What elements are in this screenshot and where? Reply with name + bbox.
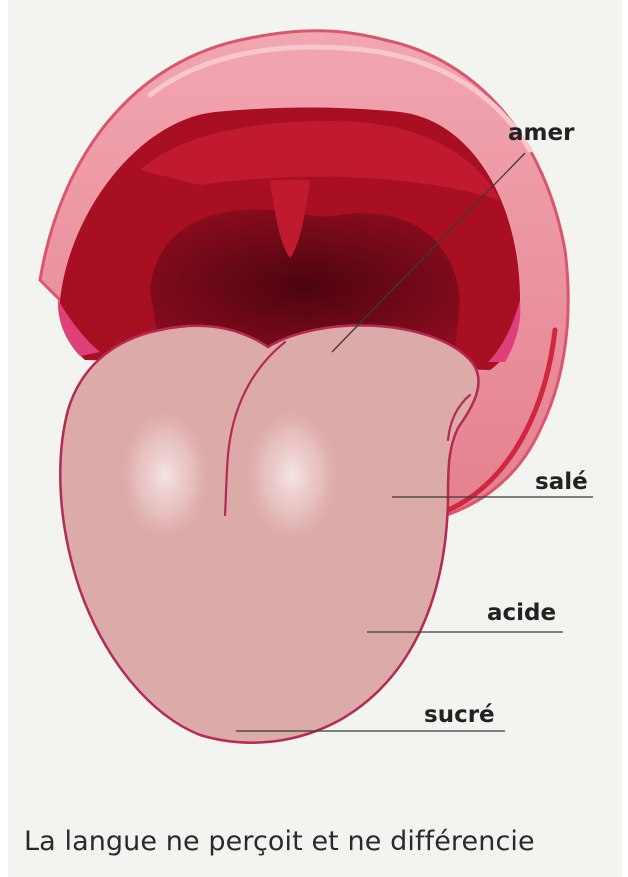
tongue-highlight-right: [242, 403, 342, 547]
tongue-highlight-left: [117, 405, 213, 545]
caption: La langue ne perçoit et ne différencie: [24, 826, 535, 857]
label-sale: salé: [535, 469, 588, 495]
label-sucre: sucré: [424, 702, 495, 728]
label-amer: amer: [508, 120, 575, 146]
label-acide: acide: [487, 600, 556, 626]
